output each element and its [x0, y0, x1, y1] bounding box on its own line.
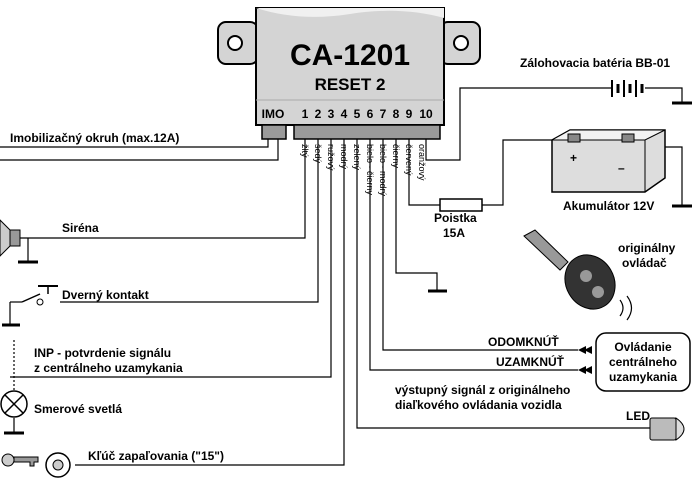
pin-numbers: 1 2 3 4 5 6 7 8 9 10	[302, 107, 433, 121]
backup-battery-icon	[611, 80, 644, 97]
pin-number: 10	[419, 107, 433, 121]
door-contact-label: Dverný kontakt	[62, 288, 149, 302]
ignition-key-icon	[1, 452, 71, 478]
pin-number: 4	[341, 107, 348, 121]
backup-ground	[645, 87, 683, 102]
pin-number: 6	[367, 107, 374, 121]
wire-color-label: bielo - modrý	[378, 144, 388, 197]
siren-label: Siréna	[62, 221, 99, 235]
wire-color-label: šedý	[313, 144, 323, 164]
unlock-wire	[382, 139, 578, 351]
immobilizer-label: Imobilizačný okruh (max.12A)	[10, 131, 179, 145]
inp-label-2: z centrálneho uzamykania	[34, 361, 183, 375]
lock-label: UZAMKNÚŤ	[496, 354, 565, 369]
door-switch-icon	[10, 285, 58, 306]
inp-label-1: INP - potvrdenie signálu	[34, 346, 171, 360]
lock-wire	[369, 139, 578, 371]
unit-mode: RESET 2	[315, 75, 386, 94]
imo-connector	[261, 124, 287, 140]
led-icon	[649, 417, 685, 441]
wire-color-label: žltý	[300, 144, 310, 158]
central-label-2: centrálneho	[609, 355, 677, 369]
siren-icon	[0, 219, 29, 262]
battery-minus: –	[618, 161, 625, 175]
door-wire	[60, 139, 319, 303]
wire-color-label: bielo - čierny	[365, 144, 375, 196]
red-wire	[408, 139, 440, 206]
inp-wire	[10, 139, 332, 378]
wire-color-label: zelený	[352, 144, 362, 171]
ground-symbols	[2, 101, 692, 435]
fuse-icon	[439, 198, 483, 212]
pin-number: 7	[380, 107, 387, 121]
unit-model: CA-1201	[290, 39, 410, 72]
ground-wire	[395, 139, 438, 290]
main-connector	[293, 124, 441, 140]
output-signal-label-2: diaľkového ovládania vozidla	[395, 398, 562, 412]
control-unit	[217, 7, 481, 140]
led-label: LED	[626, 409, 650, 423]
wire-color-label: modrý	[339, 144, 349, 170]
central-label-3: uzamykania	[609, 370, 677, 384]
turn-lamp-icon	[0, 390, 28, 418]
wire-color-label: čierny	[391, 144, 401, 169]
wire-color-label: červený	[404, 144, 414, 176]
fuse-label: Poistka	[434, 211, 477, 225]
pin-number: 8	[393, 107, 400, 121]
ignition-wire	[75, 139, 345, 466]
signal-arrows	[578, 346, 592, 374]
led-wire	[356, 139, 650, 429]
central-label-1: Ovládanie	[614, 340, 672, 354]
imo-label: IMO	[262, 107, 285, 121]
remote-label-2: ovládač	[622, 256, 667, 270]
pin-number: 1	[302, 107, 309, 121]
immobilizer-wire-2	[0, 139, 279, 161]
pin-number: 3	[328, 107, 335, 121]
turn-lights-label: Smerové svetlá	[34, 402, 122, 416]
wire-color-label: ružový	[326, 144, 336, 171]
unlock-label: ODOMKNÚŤ	[488, 334, 559, 349]
pin-number: 9	[406, 107, 413, 121]
immobilizer-wire-1	[0, 139, 269, 148]
backup-wire	[425, 87, 612, 161]
wires	[0, 87, 683, 466]
remote-key-icon	[523, 229, 633, 321]
siren-wire	[20, 139, 306, 239]
battery-icon	[550, 129, 666, 193]
wire-color-labels: žltý šedý ružový modrý zelený bielo - či…	[300, 144, 427, 197]
battery-label: Akumulátor 12V	[563, 199, 654, 213]
battery-plus: +	[570, 151, 577, 165]
ignition-key-label: Kľúč zapaľovania ("15")	[88, 449, 224, 463]
output-signal-label-1: výstupný signál z originálneho	[395, 383, 570, 397]
fuse-value: 15A	[443, 226, 465, 240]
backup-battery-label: Zálohovacia batéria BB-01	[520, 56, 670, 70]
wire-color-label: oranžový	[417, 144, 427, 181]
pin-number: 5	[354, 107, 361, 121]
pin-number: 2	[315, 107, 322, 121]
central-locking-box	[595, 332, 691, 392]
fuse-to-battery	[482, 139, 575, 206]
remote-label-1: originálny	[618, 241, 676, 255]
